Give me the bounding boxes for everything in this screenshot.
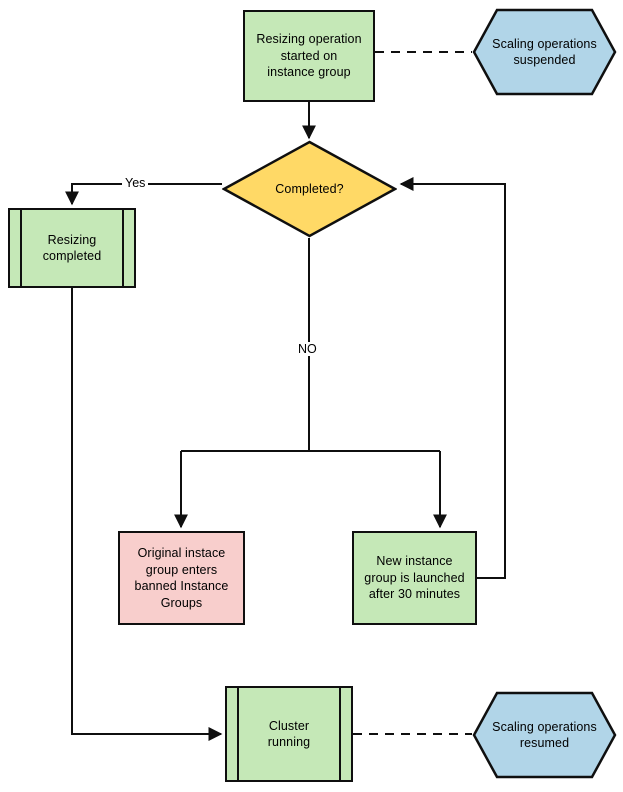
node-completed-decision[interactable]: Completed? <box>222 140 397 238</box>
edge-new-group-to-decision <box>399 177 506 579</box>
hexagon-shape <box>472 8 617 96</box>
edge-decision-to-resizing-completed <box>65 183 222 206</box>
node-resizing-completed[interactable]: Resizing completed <box>8 208 136 288</box>
predefined-rule-left <box>237 688 239 780</box>
node-new-instance-group-label: New instance group is launched after 30 … <box>364 554 465 602</box>
edge-resizing-completed-to-cluster <box>71 288 223 741</box>
predefined-rule-right <box>122 210 124 286</box>
node-scaling-suspended[interactable]: Scaling operations suspended <box>472 8 617 96</box>
node-banned-instance-groups[interactable]: Original instace group enters banned Ins… <box>118 531 245 625</box>
node-resizing-completed-label: Resizing completed <box>42 232 102 264</box>
hexagon-shape <box>472 691 617 779</box>
predefined-rule-right <box>339 688 341 780</box>
node-resizing-started[interactable]: Resizing operation started on instance g… <box>243 10 375 102</box>
node-new-instance-group[interactable]: New instance group is launched after 30 … <box>352 531 477 625</box>
edge-label-yes: Yes <box>122 176 149 190</box>
node-scaling-suspended-label: Scaling operations suspended <box>492 36 597 68</box>
node-completed-decision-label: Completed? <box>275 181 344 196</box>
node-scaling-resumed[interactable]: Scaling operations resumed <box>472 691 617 779</box>
node-resizing-started-label: Resizing operation started on instance g… <box>256 32 362 80</box>
edge-label-no: NO <box>295 342 320 356</box>
node-banned-instance-groups-label: Original instace group enters banned Ins… <box>134 546 229 610</box>
node-cluster-running[interactable]: Cluster running <box>225 686 353 782</box>
node-scaling-resumed-label: Scaling operations resumed <box>492 719 597 751</box>
predefined-rule-left <box>20 210 22 286</box>
node-cluster-running-label: Cluster running <box>267 718 311 750</box>
diamond-shape <box>222 140 397 238</box>
